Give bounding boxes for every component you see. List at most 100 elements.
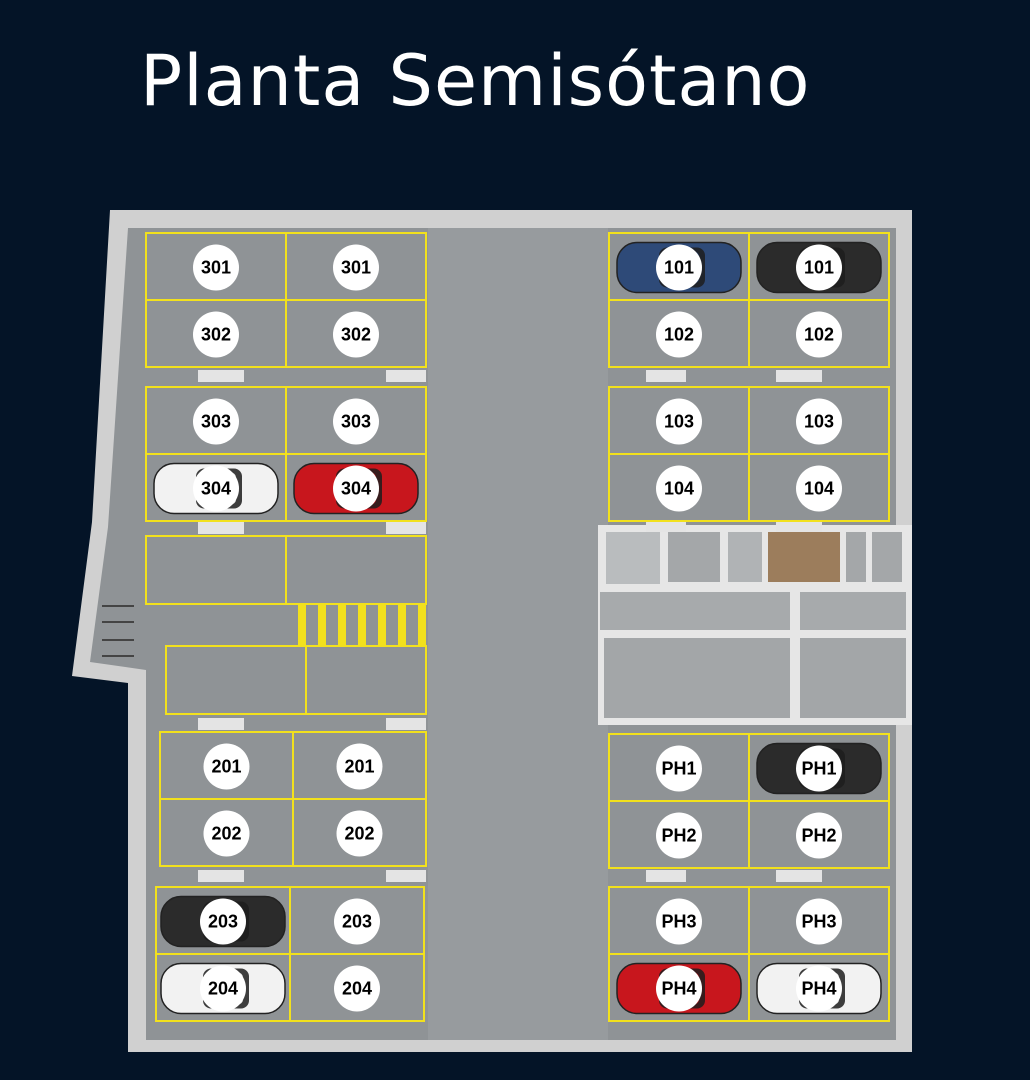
space-label: PH3 bbox=[801, 912, 836, 932]
space-badge bbox=[656, 898, 702, 945]
space-label: 304 bbox=[201, 479, 231, 499]
space-badge bbox=[333, 398, 379, 445]
space-badge bbox=[203, 743, 250, 790]
pedestrian-crossing bbox=[298, 605, 426, 645]
space-badge bbox=[333, 244, 379, 291]
space-label: 104 bbox=[664, 479, 694, 499]
parking-space: PH2 bbox=[608, 800, 750, 869]
space-outline bbox=[289, 953, 425, 1022]
parking-space: 102 bbox=[608, 299, 750, 368]
parking-space: 304 bbox=[285, 453, 427, 522]
space-badge bbox=[656, 745, 702, 792]
space-label: 303 bbox=[341, 412, 371, 432]
space-label: 101 bbox=[664, 258, 694, 278]
space-badge bbox=[796, 311, 842, 358]
parking-space: 302 bbox=[145, 299, 287, 368]
space-label: 301 bbox=[201, 258, 231, 278]
space-badge bbox=[200, 965, 246, 1012]
space-label: 304 bbox=[341, 479, 371, 499]
space-badge bbox=[334, 965, 380, 1012]
space-badge bbox=[200, 898, 246, 945]
space-label: 102 bbox=[664, 325, 694, 345]
space-badge bbox=[203, 810, 250, 857]
space-badge bbox=[193, 244, 239, 291]
space-label: 202 bbox=[211, 824, 241, 844]
space-label: PH2 bbox=[801, 826, 836, 846]
space-label: 302 bbox=[201, 325, 231, 345]
space-label: PH2 bbox=[661, 826, 696, 846]
space-label: 203 bbox=[342, 912, 372, 932]
space-outline bbox=[285, 299, 427, 368]
parking-space: 202 bbox=[292, 798, 427, 867]
parking-block: 203 203 204 204 bbox=[155, 886, 425, 1022]
space-label: 303 bbox=[201, 412, 231, 432]
parking-space: 203 bbox=[289, 886, 425, 955]
space-badge bbox=[333, 465, 379, 512]
wheel-stops bbox=[198, 370, 822, 882]
space-outline bbox=[748, 453, 890, 522]
space-badge bbox=[193, 465, 239, 512]
space-label: 103 bbox=[804, 412, 834, 432]
space-label: PH4 bbox=[801, 979, 836, 999]
parking-space: 104 bbox=[748, 453, 890, 522]
parking-space: 304 bbox=[145, 453, 287, 522]
space-badge bbox=[796, 465, 842, 512]
space-badge bbox=[656, 311, 702, 358]
space-label: 201 bbox=[344, 757, 374, 777]
space-label: PH4 bbox=[661, 979, 696, 999]
space-label: PH1 bbox=[801, 759, 836, 779]
space-outline bbox=[748, 800, 890, 869]
space-badge bbox=[796, 745, 842, 792]
parking-space: 101 bbox=[608, 232, 750, 301]
parking-space: 302 bbox=[285, 299, 427, 368]
space-badge bbox=[656, 465, 702, 512]
space-badge bbox=[656, 812, 702, 859]
space-outline bbox=[292, 798, 427, 867]
space-badge bbox=[193, 311, 239, 358]
space-badge bbox=[796, 965, 842, 1012]
space-badge bbox=[656, 244, 702, 291]
space-badge bbox=[336, 743, 383, 790]
parking-space: 101 bbox=[748, 232, 890, 301]
space-badge bbox=[796, 812, 842, 859]
parking-block: 101 101 102 102 bbox=[608, 232, 890, 368]
space-outline bbox=[748, 299, 890, 368]
space-label: 102 bbox=[804, 325, 834, 345]
space-badge bbox=[796, 398, 842, 445]
parking-block: 103 103 104 104 bbox=[608, 386, 890, 522]
space-badge bbox=[656, 965, 702, 1012]
parking-space: PH1 bbox=[748, 733, 890, 802]
space-label: 103 bbox=[664, 412, 694, 432]
driving-lane bbox=[428, 228, 608, 1040]
space-label: 101 bbox=[804, 258, 834, 278]
space-label: 104 bbox=[804, 479, 834, 499]
parking-block: 303 303 304 304 bbox=[145, 386, 427, 522]
space-label: 203 bbox=[208, 912, 238, 932]
space-badge bbox=[656, 398, 702, 445]
space-label: 302 bbox=[341, 325, 371, 345]
parking-space: PH4 bbox=[748, 953, 890, 1022]
space-badge bbox=[193, 398, 239, 445]
parking-space: PH2 bbox=[748, 800, 890, 869]
space-outline bbox=[748, 953, 890, 1022]
space-outline bbox=[285, 453, 427, 522]
unassigned-spaces bbox=[145, 535, 427, 715]
parking-space: 203 bbox=[155, 886, 291, 955]
parking-space: PH4 bbox=[608, 953, 750, 1022]
space-label: 204 bbox=[208, 979, 238, 999]
space-badge bbox=[796, 244, 842, 291]
space-label: PH1 bbox=[661, 759, 696, 779]
space-badge bbox=[334, 898, 380, 945]
service-core bbox=[598, 525, 912, 725]
space-label: 204 bbox=[342, 979, 372, 999]
space-label: 202 bbox=[344, 824, 374, 844]
bicycle-rack bbox=[102, 605, 134, 657]
parking-space: 102 bbox=[748, 299, 890, 368]
space-badge bbox=[796, 898, 842, 945]
space-label: PH3 bbox=[661, 912, 696, 932]
